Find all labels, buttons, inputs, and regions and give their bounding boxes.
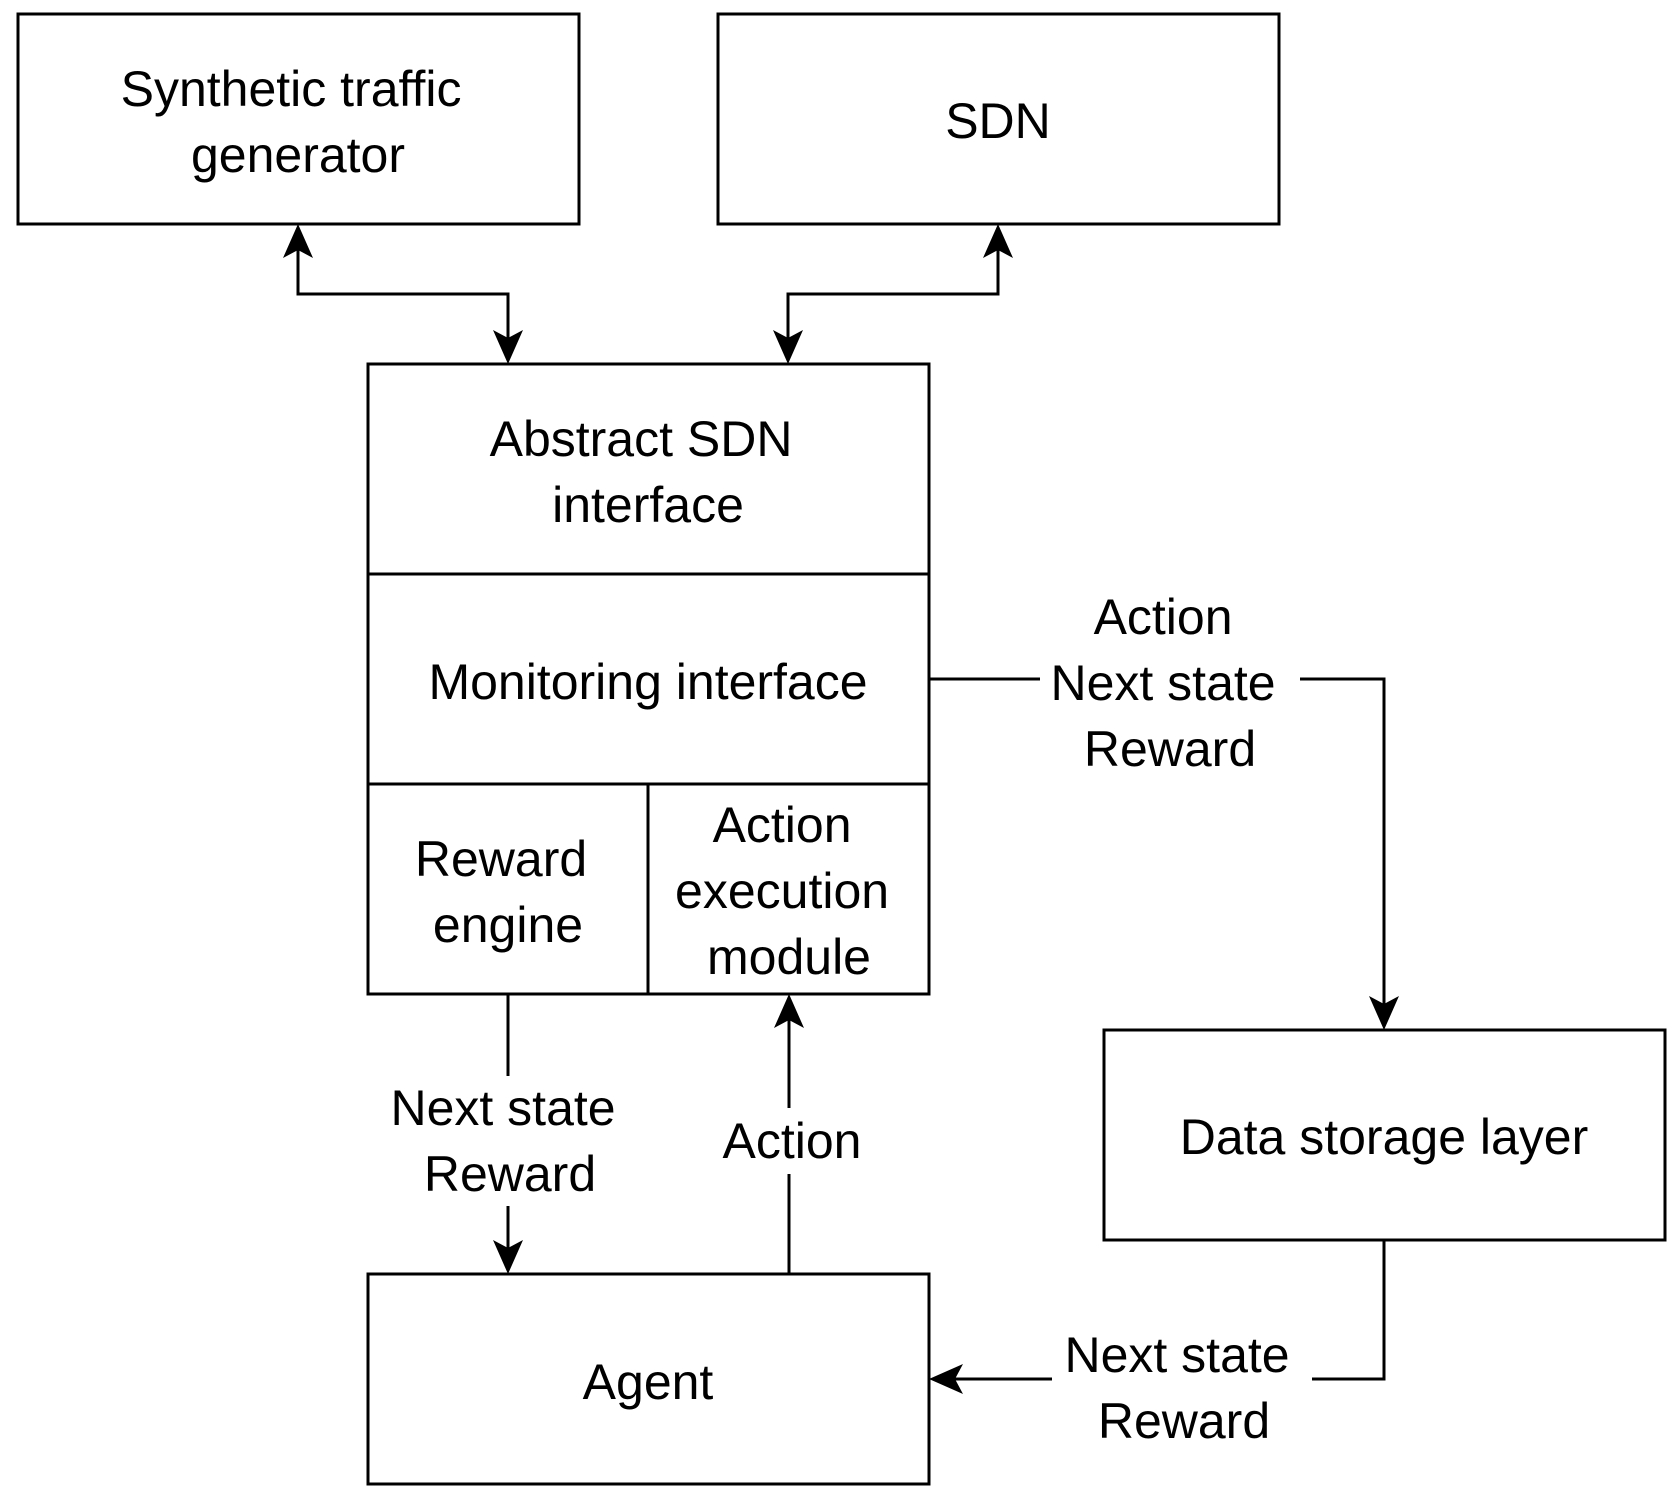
agent-to-action-label: Action	[723, 1113, 862, 1169]
reward-engine-label-line-2: engine	[433, 897, 583, 953]
agent-to-action-module-arrow: Action	[710, 994, 870, 1274]
reward-to-agent-label-line-1: Next state	[390, 1080, 615, 1136]
svg-text:Agent: Agent	[583, 1354, 714, 1410]
sdn-node: SDN	[716, 12, 1281, 226]
action-execution-label-line-3: module	[707, 929, 871, 985]
abstract-interface-label-line-1: Abstract SDN	[490, 411, 793, 467]
svg-text:Monitoring interface: Monitoring interface	[428, 654, 867, 710]
monitoring-to-storage-label-line-3: Reward	[1084, 721, 1256, 777]
abstract-sdn-interface-node: Abstract SDN interface	[366, 362, 931, 576]
monitoring-interface-node: Monitoring interface	[366, 572, 931, 786]
svg-text:Next state Reward: Next state Reward	[390, 1080, 629, 1202]
svg-text:Action: Action	[723, 1113, 862, 1169]
monitoring-to-storage-arrow: Action Next state Reward	[929, 584, 1399, 1030]
storage-to-agent-label-line-2: Reward	[1098, 1393, 1270, 1449]
svg-text:Action execution m: Action execution module	[675, 797, 903, 985]
action-execution-label-line-2: execution	[675, 863, 889, 919]
action-execution-module-node: Action execution module	[646, 782, 931, 996]
reward-engine-node: Reward engine	[366, 782, 650, 996]
data-storage-label: Data storage layer	[1180, 1109, 1589, 1165]
traffic-generator-label-line-2: generator	[191, 127, 405, 183]
svg-text:Abstract SDN interface: Abstract SDN interface	[490, 411, 807, 533]
traffic-generator-node: Synthetic traffic generator	[16, 12, 581, 226]
svg-text:Action Next state: Action Next state Reward	[1050, 589, 1289, 777]
monitoring-interface-label: Monitoring interface	[428, 654, 867, 710]
agent-node: Agent	[366, 1272, 931, 1486]
svg-text:Synthetic traffic genera: Synthetic traffic generator	[121, 61, 476, 183]
data-storage-layer-node: Data storage layer	[1102, 1028, 1667, 1242]
svg-text:SDN: SDN	[945, 93, 1051, 149]
storage-to-agent-label-line-1: Next state	[1064, 1327, 1289, 1383]
monitoring-to-storage-label-line-1: Action	[1094, 589, 1233, 645]
svg-text:Data storage layer: Data storage layer	[1180, 1109, 1589, 1165]
monitoring-to-storage-label-line-2: Next state	[1050, 655, 1275, 711]
svg-text:Reward engine: Reward engine	[415, 831, 601, 953]
reward-engine-label-line-1: Reward	[415, 831, 587, 887]
abstract-interface-label-line-2: interface	[552, 477, 744, 533]
sdn-label: SDN	[945, 93, 1051, 149]
traffic-generator-label-line-1: Synthetic traffic	[121, 61, 462, 117]
sdn-to-interface-arrow	[773, 224, 1013, 364]
traffic-generator-to-interface-arrow	[283, 224, 523, 364]
action-execution-label-line-1: Action	[713, 797, 852, 853]
svg-text:Next state Reward: Next state Reward	[1064, 1327, 1303, 1449]
agent-label: Agent	[583, 1354, 714, 1410]
reward-to-agent-label-line-2: Reward	[424, 1146, 596, 1202]
reward-engine-to-agent-arrow: Next state Reward	[380, 994, 640, 1274]
storage-to-agent-arrow: Next state Reward	[929, 1240, 1386, 1454]
